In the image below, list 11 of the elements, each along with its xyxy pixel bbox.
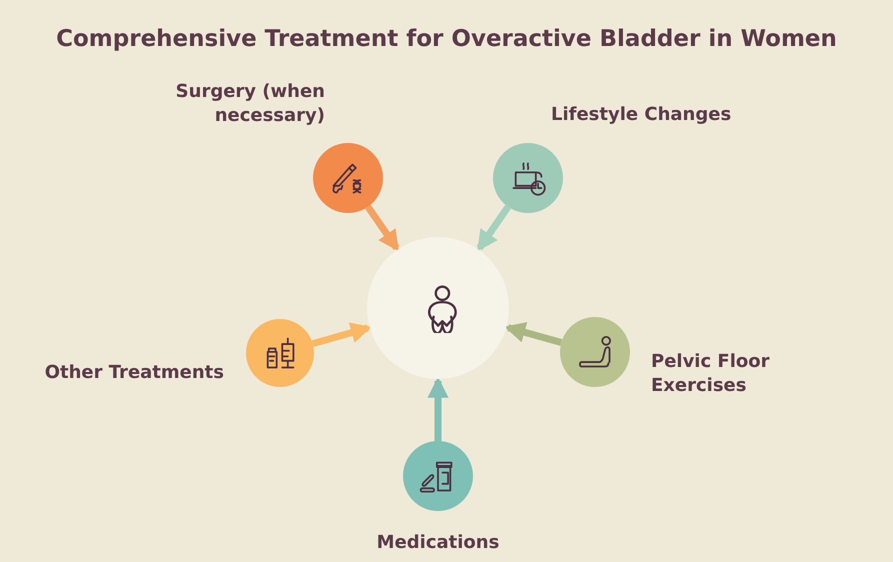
treatment-label: Other Treatments <box>44 361 224 385</box>
arrow <box>428 376 448 441</box>
treatment-label: Medications <box>376 531 500 555</box>
treatment-label: Pelvic Floor Exercises <box>651 350 770 398</box>
arrow <box>365 204 400 252</box>
treatment-label: Surgery (when necessary) <box>174 80 325 128</box>
arrow <box>476 204 511 252</box>
diagram-title: Comprehensive Treatment for Overactive Bladder in Women <box>55 26 838 52</box>
treatment-label: Lifestyle Changes <box>551 103 732 127</box>
arrow <box>312 322 372 348</box>
arrow <box>504 322 562 346</box>
